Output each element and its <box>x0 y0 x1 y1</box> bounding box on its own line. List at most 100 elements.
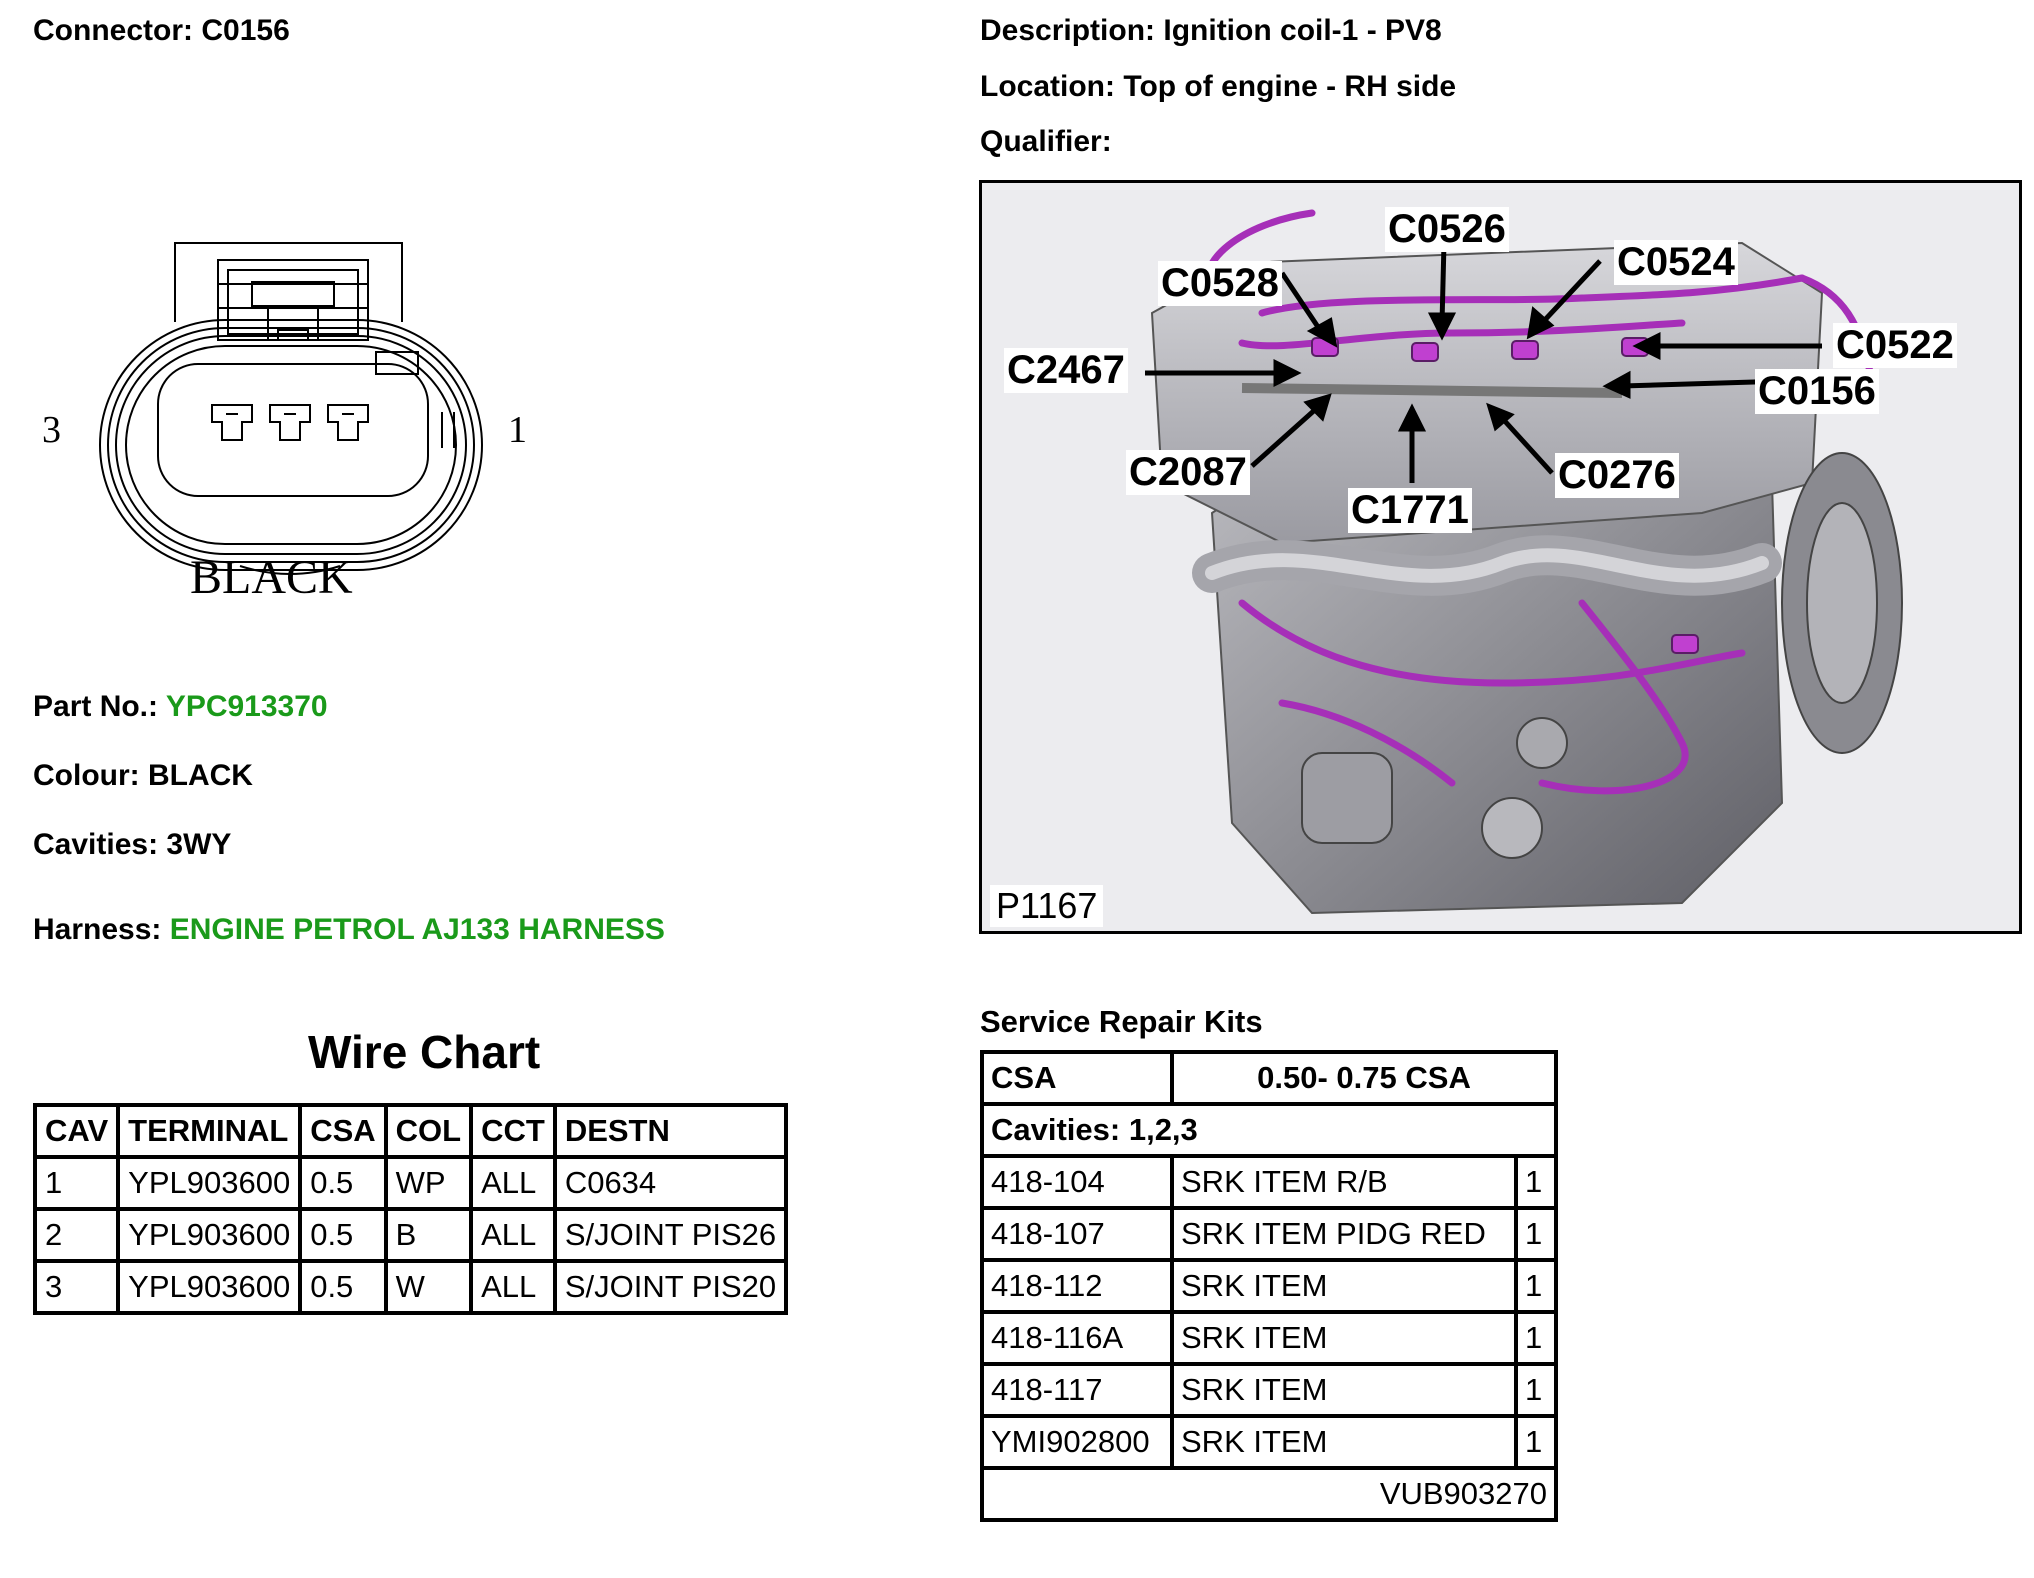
srk-part: 418-117 <box>980 1362 1174 1418</box>
connector-label: Connector: <box>33 14 193 47</box>
cell-destn: C0634 <box>552 1155 789 1211</box>
pin-right-number: 1 <box>508 409 527 451</box>
cell-cct: ALL <box>469 1259 557 1315</box>
cell-csa: 0.5 <box>298 1207 388 1263</box>
table-row: YMI902800 SRK ITEM 1 <box>980 1414 1558 1470</box>
cell-destn: S/JOINT PIS20 <box>552 1259 789 1315</box>
srk-footer-row: VUB903270 <box>980 1466 1558 1522</box>
location-line: Location: Top of engine - RH side <box>980 70 1456 104</box>
col-cct: CCT <box>469 1103 557 1159</box>
srk-qty: 1 <box>1514 1258 1558 1314</box>
col-cav: CAV <box>32 1103 121 1159</box>
table-row: 418-104 SRK ITEM R/B 1 <box>980 1154 1558 1210</box>
cavities-line: Cavities: 3WY <box>33 828 231 862</box>
harness-line: Harness: ENGINE PETROL AJ133 HARNESS <box>33 913 665 947</box>
location-value: Top of engine - RH side <box>1123 70 1457 103</box>
srk-qty: 1 <box>1514 1362 1558 1418</box>
cavities-value: 3WY <box>166 828 232 861</box>
engine-location-photo: C0526 C0528 C0524 C0522 C2467 C0156 C208… <box>979 180 2022 934</box>
colour-line: Colour: BLACK <box>33 759 253 793</box>
qualifier-line: Qualifier: <box>980 125 1112 159</box>
part-no-label: Part No.: <box>33 690 159 723</box>
connector-value: C0156 <box>201 14 290 47</box>
srk-csa-label: CSA <box>980 1050 1174 1106</box>
wire-chart-header-row: CAV TERMINAL CSA COL CCT DESTN <box>32 1103 789 1159</box>
colour-value: BLACK <box>147 759 253 792</box>
cavities-label: Cavities: <box>33 828 159 861</box>
table-row: 418-112 SRK ITEM 1 <box>980 1258 1558 1314</box>
table-row: 2 YPL903600 0.5 B ALL S/JOINT PIS26 <box>32 1207 789 1263</box>
col-col: COL <box>383 1103 474 1159</box>
harness-label: Harness: <box>33 913 162 946</box>
srk-part: YMI902800 <box>980 1414 1174 1470</box>
callout-c1771: C1771 <box>1348 488 1472 533</box>
cell-col: W <box>383 1259 474 1315</box>
callout-c2087: C2087 <box>1126 450 1250 495</box>
srk-title: Service Repair Kits <box>980 1004 1263 1039</box>
callout-c2467: C2467 <box>1004 348 1128 393</box>
callout-c0522: C0522 <box>1833 323 1957 368</box>
location-label: Location: <box>980 70 1115 103</box>
srk-item: SRK ITEM <box>1170 1414 1518 1470</box>
table-row: 1 YPL903600 0.5 WP ALL C0634 <box>32 1155 789 1211</box>
srk-item: SRK ITEM <box>1170 1362 1518 1418</box>
part-no-link[interactable]: YPC913370 <box>165 690 328 723</box>
srk-table: CSA 0.50- 0.75 CSA Cavities: 1,2,3 418-1… <box>980 1050 1558 1522</box>
srk-qty: 1 <box>1514 1414 1558 1470</box>
srk-csa-row: CSA 0.50- 0.75 CSA <box>980 1050 1558 1106</box>
srk-item: SRK ITEM <box>1170 1258 1518 1314</box>
srk-qty: 1 <box>1514 1206 1558 1262</box>
photo-reference: P1167 <box>990 885 1104 927</box>
callout-c0528: C0528 <box>1158 261 1282 306</box>
connector-face-diagram: 3 1 BLACK <box>42 242 527 604</box>
cell-destn: S/JOINT PIS26 <box>552 1207 789 1263</box>
cell-csa: 0.5 <box>298 1155 388 1211</box>
wire-chart-table: CAV TERMINAL CSA COL CCT DESTN 1 YPL9036… <box>32 1103 789 1315</box>
cell-cav: 1 <box>32 1155 121 1211</box>
harness-link[interactable]: ENGINE PETROL AJ133 HARNESS <box>169 913 665 946</box>
description-label: Description: <box>980 14 1156 47</box>
srk-part: 418-112 <box>980 1258 1174 1314</box>
colour-label: Colour: <box>33 759 140 792</box>
table-row: 418-117 SRK ITEM 1 <box>980 1362 1558 1418</box>
wire-chart-title: Wire Chart <box>308 1026 541 1078</box>
table-row: 418-107 SRK ITEM PIDG RED 1 <box>980 1206 1558 1262</box>
cell-cct: ALL <box>469 1207 557 1263</box>
connector-line: Connector: C0156 <box>33 14 290 48</box>
description-value: Ignition coil-1 - PV8 <box>1163 14 1442 47</box>
cell-cct: ALL <box>469 1155 557 1211</box>
terminal-1-icon <box>327 404 369 441</box>
srk-part: 418-104 <box>980 1154 1174 1210</box>
callout-c0276: C0276 <box>1555 453 1679 498</box>
part-no-line: Part No.: YPC913370 <box>33 690 328 724</box>
srk-item: SRK ITEM PIDG RED <box>1170 1206 1518 1262</box>
terminal-3-icon <box>211 404 253 441</box>
srk-item: SRK ITEM <box>1170 1310 1518 1366</box>
terminal-2-icon <box>269 404 311 441</box>
table-row: 3 YPL903600 0.5 W ALL S/JOINT PIS20 <box>32 1259 789 1315</box>
srk-item: SRK ITEM R/B <box>1170 1154 1518 1210</box>
srk-part: 418-116A <box>980 1310 1174 1366</box>
engine-illustration <box>982 183 2019 931</box>
cell-terminal: YPL903600 <box>116 1207 303 1263</box>
srk-cavities: Cavities: 1,2,3 <box>980 1102 1558 1158</box>
col-csa: CSA <box>298 1103 388 1159</box>
cell-cav: 3 <box>32 1259 121 1315</box>
cell-col: WP <box>383 1155 474 1211</box>
srk-cavities-row: Cavities: 1,2,3 <box>980 1102 1558 1158</box>
cell-terminal: YPL903600 <box>116 1155 303 1211</box>
srk-part: 418-107 <box>980 1206 1174 1262</box>
srk-qty: 1 <box>1514 1310 1558 1366</box>
callout-c0526: C0526 <box>1385 207 1509 252</box>
table-row: 418-116A SRK ITEM 1 <box>980 1310 1558 1366</box>
srk-qty: 1 <box>1514 1154 1558 1210</box>
description-line: Description: Ignition coil-1 - PV8 <box>980 14 1442 48</box>
qualifier-label: Qualifier: <box>980 125 1112 158</box>
cell-terminal: YPL903600 <box>116 1259 303 1315</box>
col-destn: DESTN <box>552 1103 789 1159</box>
col-terminal: TERMINAL <box>116 1103 303 1159</box>
cell-col: B <box>383 1207 474 1263</box>
callout-c0156: C0156 <box>1755 369 1879 414</box>
diagram-colour-text: BLACK <box>190 551 353 604</box>
srk-csa-value: 0.50- 0.75 CSA <box>1170 1050 1558 1106</box>
